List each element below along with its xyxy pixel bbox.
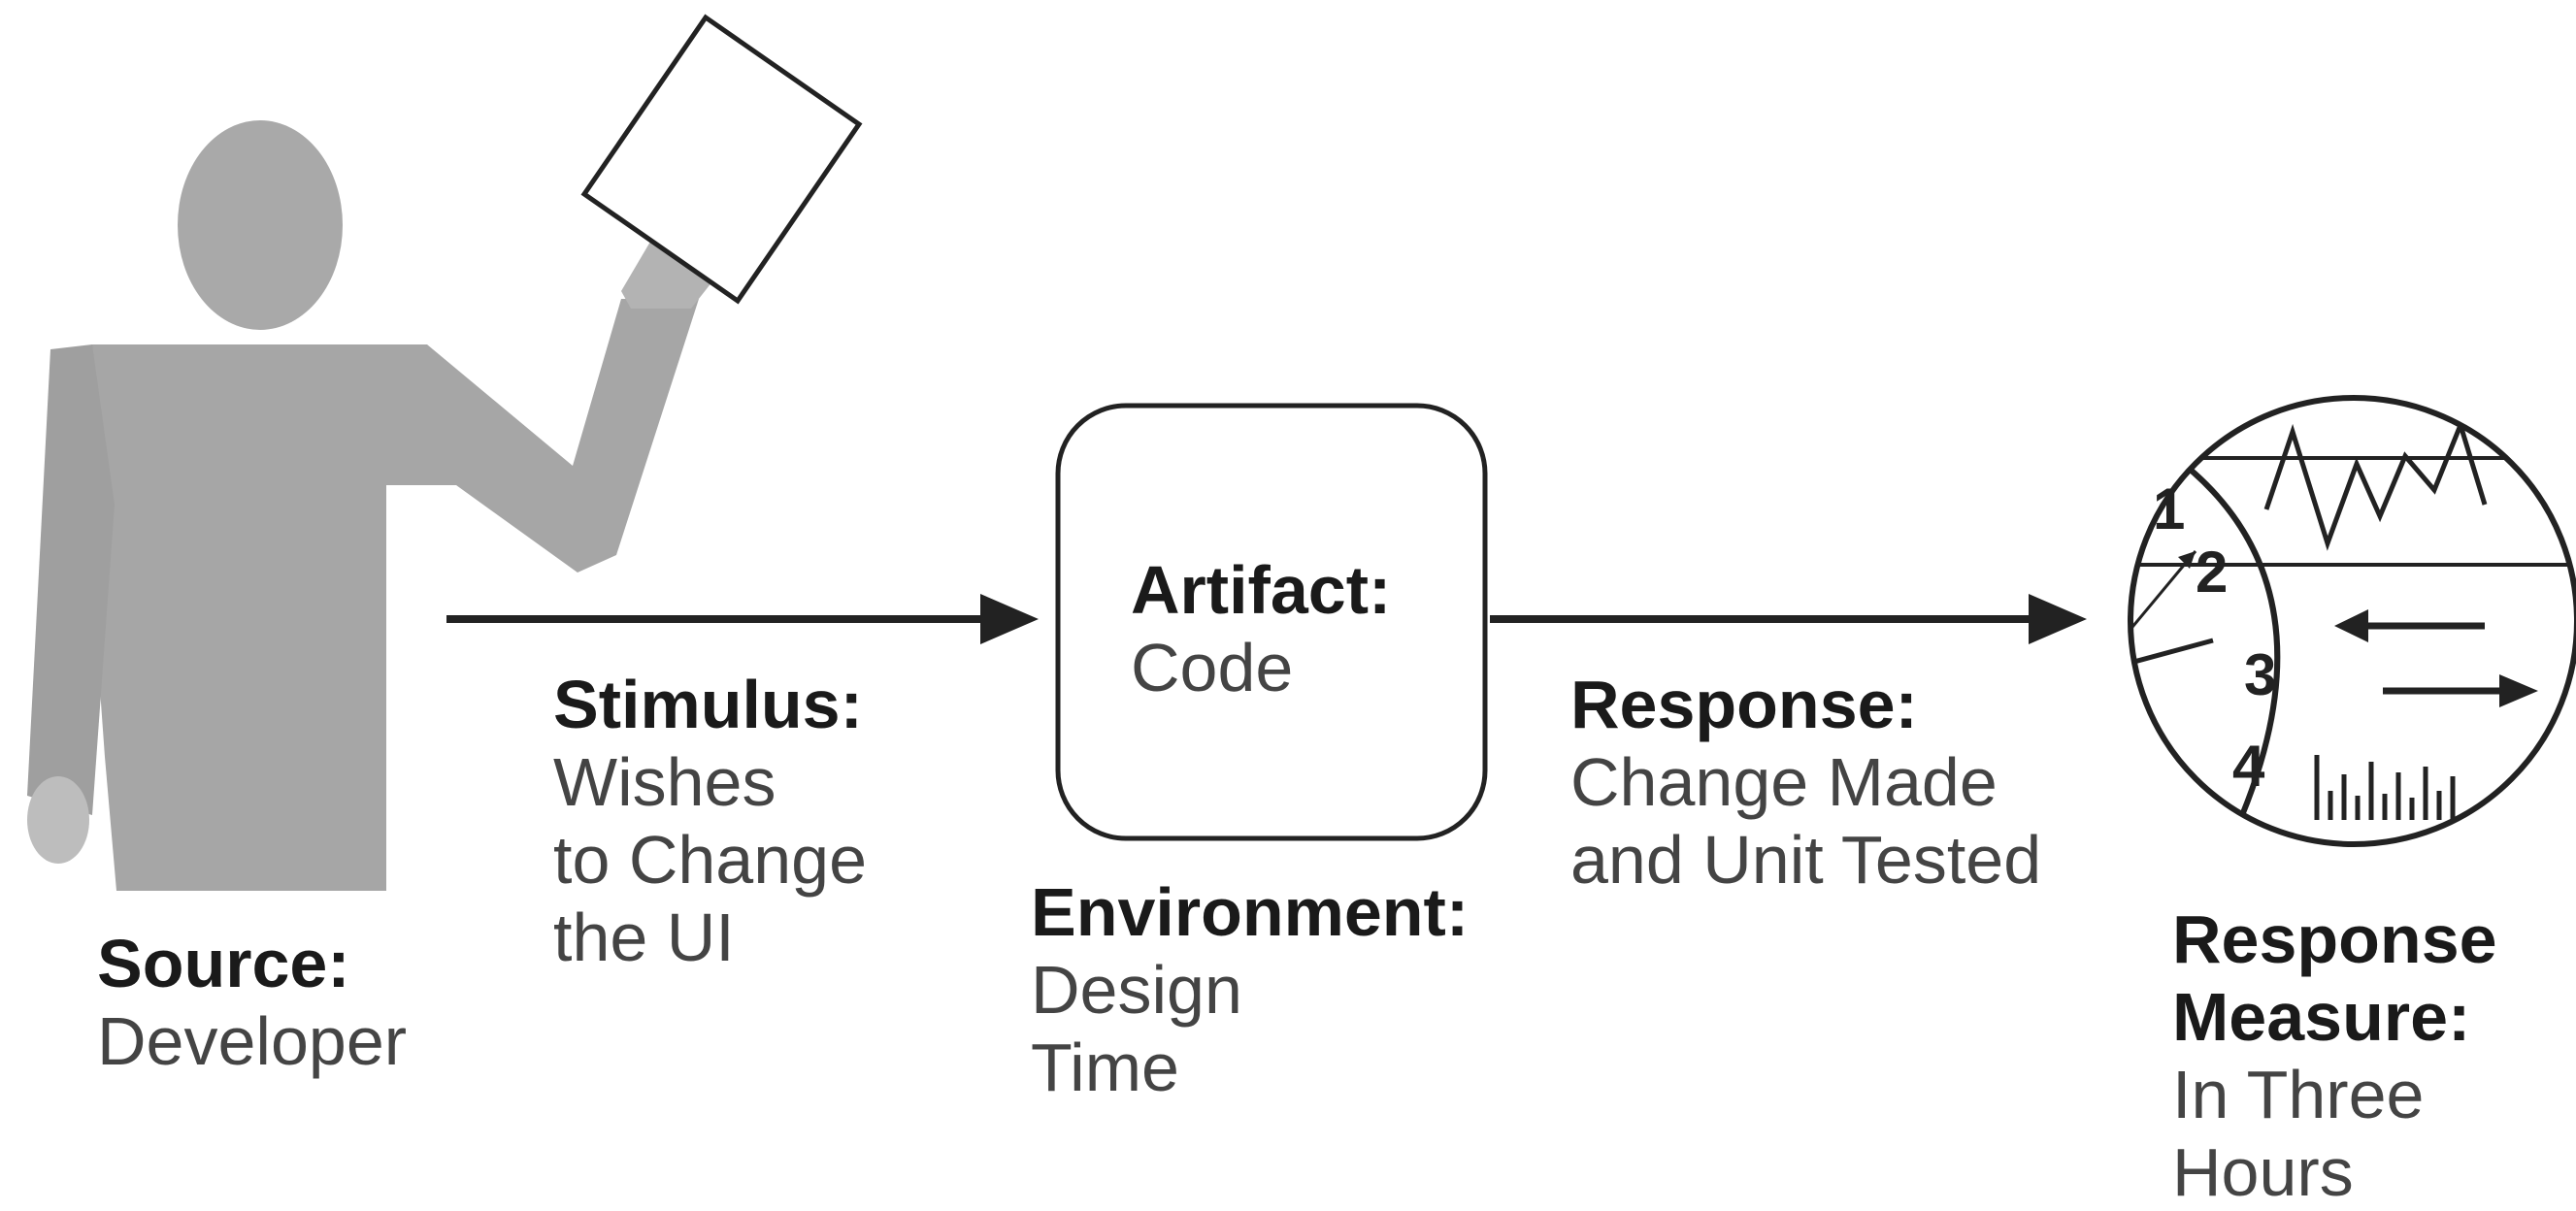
source-heading: Source: (97, 926, 350, 1001)
person-left-arm (27, 344, 115, 815)
measure-gauge-icon: 1 2 3 4 (2128, 395, 2576, 847)
response-measure-line-1: In Three (2172, 1057, 2425, 1132)
artifact-heading: Artifact: (1131, 552, 1392, 628)
stimulus-label: Stimulus: Wishes to Change the UI (553, 666, 867, 976)
artifact-label: Artifact: Code (1131, 551, 1391, 706)
response-heading: Response: (1570, 667, 1918, 742)
gauge-number-4: 4 (2232, 734, 2265, 799)
response-line-2: and Unit Tested (1570, 822, 2042, 898)
source-value: Developer (97, 1003, 408, 1079)
environment-line-2: Time (1031, 1030, 1179, 1105)
environment-line-1: Design (1031, 952, 1242, 1028)
environment-label: Environment: Design Time (1031, 873, 1469, 1106)
response-measure-line-2: Hours (2172, 1134, 2354, 1210)
person-left-hand (27, 776, 89, 864)
source-label: Source: Developer (97, 925, 407, 1080)
gauge-number-2: 2 (2196, 540, 2228, 605)
stimulus-line-1: Wishes (553, 744, 776, 820)
stimulus-line-3: the UI (553, 900, 735, 975)
gauge-bars (2314, 755, 2456, 820)
person-body (92, 299, 699, 891)
response-label: Response: Change Made and Unit Tested (1570, 666, 2041, 899)
stimulus-line-2: to Change (553, 822, 868, 898)
response-measure-heading-2: Measure: (2172, 979, 2471, 1055)
gauge-number-1: 1 (2153, 476, 2185, 541)
artifact-value: Code (1131, 630, 1294, 705)
response-line-1: Change Made (1570, 744, 1998, 820)
response-measure-label: Response Measure: In Three Hours (2172, 900, 2497, 1211)
paper-sheet-icon (580, 14, 863, 305)
arrow-right-icon (1490, 594, 2087, 644)
stimulus-heading: Stimulus: (553, 667, 863, 742)
artifact-box (1055, 403, 1488, 841)
environment-heading: Environment: (1031, 874, 1470, 950)
person-head (178, 120, 343, 330)
person-figure (27, 120, 716, 891)
gauge-zigzag (2263, 417, 2488, 551)
arrow-right-icon (446, 594, 1039, 644)
gauge-number-3: 3 (2244, 642, 2276, 707)
response-measure-heading-1: Response (2172, 901, 2497, 977)
